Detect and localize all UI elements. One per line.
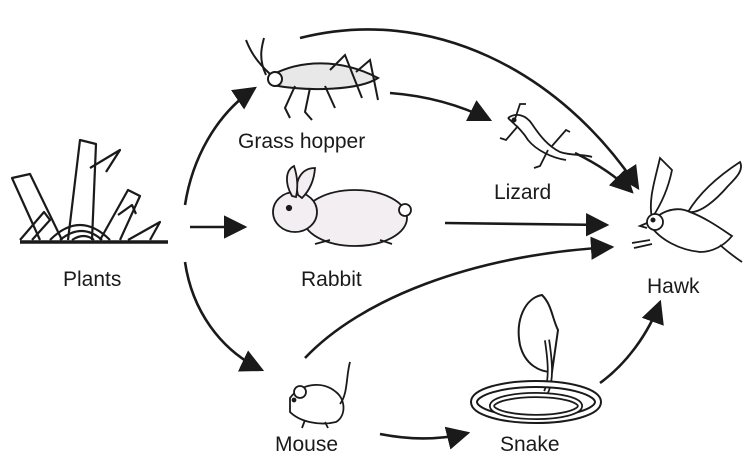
edge-mouse-hawk — [305, 247, 612, 358]
edge-mouse-snake — [380, 433, 468, 438]
label-mouse: Mouse — [275, 433, 338, 457]
hawk-illustration — [632, 158, 742, 262]
rabbit-illustration — [273, 166, 411, 246]
edge-plants-mouse — [185, 262, 262, 370]
edge-grasshopper-hawk — [300, 29, 638, 188]
mouse-illustration — [290, 362, 350, 428]
edges — [185, 29, 660, 438]
edge-lizard-hawk — [575, 153, 632, 192]
label-hawk: Hawk — [647, 275, 700, 299]
edge-snake-hawk — [600, 302, 660, 383]
plants-illustration — [12, 140, 168, 242]
edge-rabbit-hawk — [445, 223, 607, 225]
label-grasshopper: Grass hopper — [238, 130, 365, 154]
label-rabbit: Rabbit — [301, 268, 362, 292]
label-snake: Snake — [500, 433, 560, 457]
label-plants: Plants — [63, 268, 121, 292]
label-lizard: Lizard — [494, 181, 551, 205]
snake-illustration — [474, 295, 598, 420]
grasshopper-illustration — [246, 38, 378, 120]
edge-grasshopper-lizard — [390, 93, 490, 120]
lizard-illustration — [500, 104, 592, 168]
